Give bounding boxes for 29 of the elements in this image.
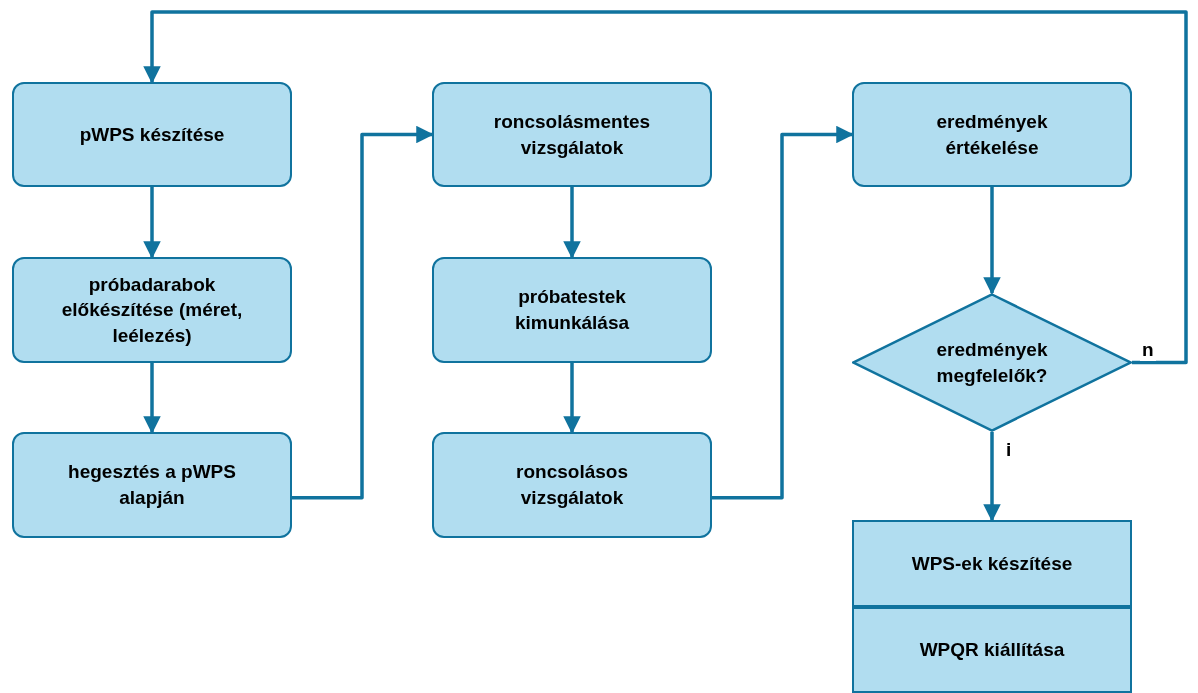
arrow	[563, 187, 581, 259]
arrow	[563, 363, 581, 434]
node-text: eredmények megfelelők?	[935, 337, 1049, 388]
node-text: próbatestek kimunkálása	[513, 285, 631, 335]
node-text: WPQR kiállítása	[918, 638, 1066, 663]
process-box	[432, 432, 712, 538]
node-text: roncsolásos vizsgálatok	[515, 460, 629, 510]
process-box	[852, 82, 1132, 187]
arrow	[143, 10, 1188, 365]
node-text: próbadarabok előkészítése (méret, leélezés)	[60, 272, 244, 348]
arrow	[983, 187, 1001, 295]
arrow	[712, 125, 854, 500]
arrow	[143, 187, 161, 259]
process-box	[852, 520, 1132, 607]
node-text: hegesztés a pWPS alapján	[67, 460, 237, 510]
process-box	[432, 257, 712, 363]
node-text: pWPS készítése	[78, 122, 226, 147]
process-box	[852, 607, 1132, 693]
arrow	[292, 125, 434, 500]
process-box	[12, 82, 292, 187]
process-box	[12, 257, 292, 363]
process-box	[12, 432, 292, 538]
node-text: eredmények értékelése	[935, 109, 1049, 160]
process-box	[432, 82, 712, 187]
decision-diamond	[852, 293, 1132, 432]
node-text: roncsolásmentes vizsgálatok	[492, 109, 652, 160]
arrow	[983, 432, 1001, 522]
arrow	[143, 363, 161, 434]
node-text: WPS-ek készítése	[910, 551, 1074, 576]
